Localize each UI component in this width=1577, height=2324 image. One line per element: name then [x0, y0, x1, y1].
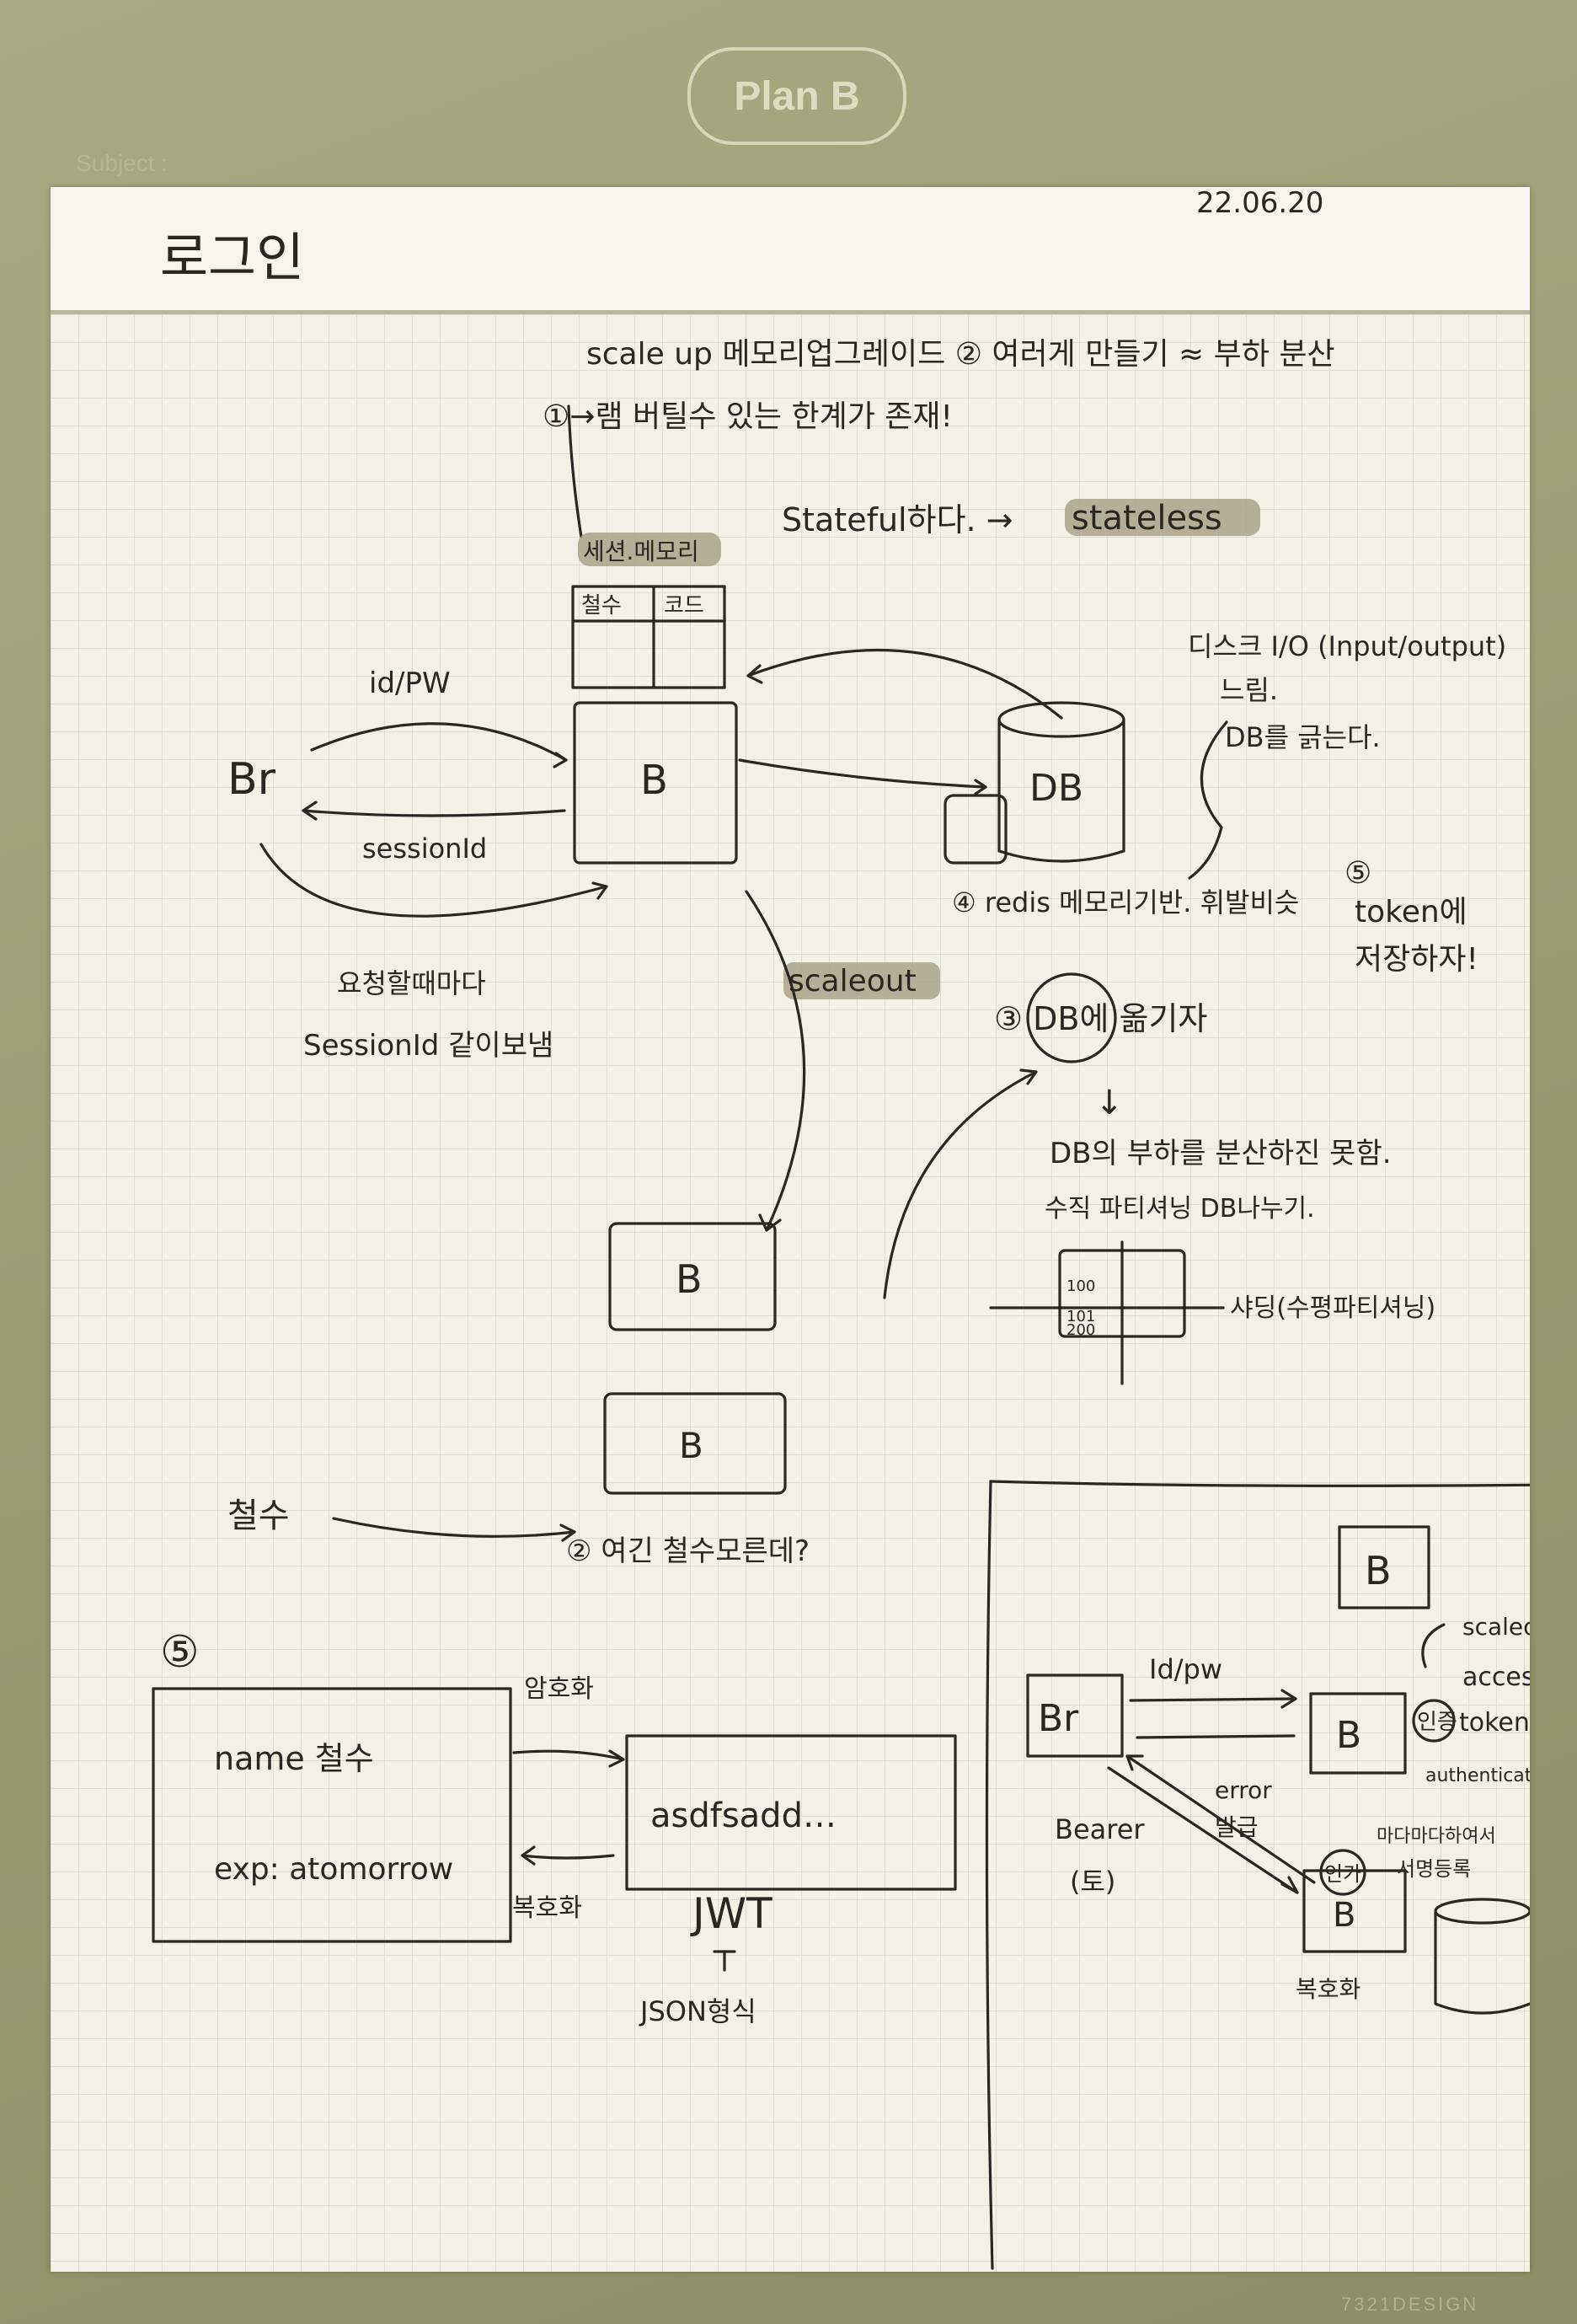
server-box-verify	[1302, 1869, 1407, 1953]
jwt-box	[625, 1734, 957, 1891]
db-cylinder-right	[1434, 1909, 1530, 2015]
jwt-label: JWT	[690, 1889, 772, 1938]
page-title: 로그인	[160, 227, 304, 288]
auth2-label: 인가	[1324, 1862, 1361, 1886]
server-label-verify: B	[1333, 1896, 1355, 1935]
auth-label: 인증	[1417, 1710, 1457, 1735]
cell-101: 101	[1066, 1308, 1095, 1325]
session-table	[571, 585, 726, 689]
cheolsu-label: 철수	[227, 1497, 290, 1535]
scaleout-label: scaleout	[788, 964, 917, 999]
limit-pointer-line	[567, 404, 583, 538]
json-format-label: JSON형식	[639, 1995, 756, 2027]
token-save-note-1: token에	[1355, 895, 1467, 929]
highlight-stateless	[1065, 499, 1260, 536]
decrypt-label: 복호화	[512, 1893, 582, 1923]
server-label-right: B	[1365, 1548, 1392, 1593]
sharding-note: 샤딩(수평파티셔닝)	[1230, 1293, 1435, 1323]
payload-exp: exp: atomorrow	[214, 1852, 453, 1887]
note-date: 22.06.20	[1196, 187, 1323, 220]
db-cylinder-top	[997, 701, 1125, 738]
divider-horizontal	[989, 1480, 1530, 1487]
down-arrow: ↓	[1095, 1084, 1124, 1122]
browser-label: Br	[227, 754, 276, 805]
divider-vertical	[985, 1480, 994, 2270]
note-paper: 로그인 22.06.20 scale up 메모리업그레이드 ② 여러게 만들기…	[51, 187, 1530, 2272]
subject-label: Subject :	[76, 150, 168, 176]
each-issue-label: 마다마다하여서	[1377, 1826, 1496, 1847]
issue-label: 발급	[1215, 1813, 1259, 1841]
grid-area	[51, 314, 1530, 2272]
cell-100: 100	[1066, 1277, 1095, 1295]
server-box-2	[608, 1222, 777, 1331]
scale-up-note: scale up 메모리업그레이드 ② 여러게 만들기 ≈ 부하 분산	[586, 337, 1335, 372]
slow-note: 느림.	[1220, 674, 1278, 706]
per-request-note: 요청할때마다	[337, 967, 486, 999]
disk-io-note: 디스크 I/O (Input/output)	[1188, 630, 1506, 662]
id-pw-label: id/PW	[369, 667, 451, 700]
send-session-note: SessionId 같이보냄	[303, 1029, 553, 1063]
server-label-3: B	[679, 1425, 703, 1466]
cell-200: 200	[1066, 1321, 1095, 1339]
token-label: token	[1459, 1708, 1530, 1738]
stateful-note: Stateful하다. →	[782, 501, 1013, 538]
server-label-2: B	[676, 1256, 703, 1302]
highlight-scaleout	[783, 962, 940, 999]
server-label-main: B	[640, 757, 668, 804]
encrypt-label: 암호화	[524, 1674, 594, 1704]
access-label: access	[1462, 1663, 1530, 1692]
encoded-token: asdfsadd…	[650, 1797, 837, 1835]
footer-brand: 7321DESIGN	[1341, 2294, 1479, 2315]
redis-note: ④ redis 메모리기반. 휘발비슷	[952, 886, 1299, 918]
not-known-note: ② 여긴 철수모른데?	[566, 1534, 810, 1568]
authentication-label: authentication	[1425, 1765, 1530, 1786]
payload-name: name 철수	[214, 1740, 374, 1777]
scan-db-note: DB를 긁는다.	[1225, 721, 1381, 753]
decrypt2-label: 복호화	[1296, 1975, 1360, 2003]
limit-note: ①→램 버틸수 있는 한계가 존재!	[543, 399, 953, 434]
browser-box-right	[1026, 1673, 1124, 1758]
table-cell-name: 철수	[581, 593, 622, 618]
server-box-right	[1338, 1525, 1430, 1609]
bearer-label: Bearer	[1055, 1813, 1145, 1845]
token-num: ⑤	[1344, 856, 1371, 891]
note-header	[51, 187, 1530, 314]
scaleout-label-right: scaleout	[1462, 1613, 1530, 1641]
browser-label-right: Br	[1038, 1697, 1079, 1740]
handwritten-notes: 로그인 22.06.20 scale up 메모리업그레이드 ② 여러게 만들기…	[152, 187, 1530, 2270]
section-5-marker: ⑤	[160, 1627, 200, 1678]
db-circle	[1026, 972, 1117, 1063]
brand-logo: Plan B	[687, 47, 906, 145]
redis-box	[944, 794, 1008, 865]
stateless-label: stateless	[1072, 499, 1222, 538]
payload-box	[152, 1687, 512, 1943]
server-box-main	[573, 701, 738, 865]
error-label: error	[1215, 1776, 1272, 1804]
db-load-note: DB의 부하를 분산하진 못함.	[1050, 1137, 1392, 1170]
server-box-3	[603, 1392, 787, 1495]
sign-label: 서명등록	[1397, 1857, 1471, 1881]
db-label: DB	[1029, 767, 1083, 810]
vertical-partition-note: 수직 파티셔닝 DB나누기.	[1045, 1194, 1315, 1224]
server-label-auth: B	[1336, 1714, 1361, 1757]
token-kr-label: (토)	[1070, 1866, 1115, 1898]
session-memory-label: 세션.메모리	[583, 538, 699, 565]
id-pw-label-right: Id/pw	[1149, 1653, 1222, 1685]
highlight-session-memory	[578, 533, 721, 566]
session-id-label: sessionId	[362, 833, 487, 865]
move-db-note: ③ DB에 옮기자	[994, 1000, 1207, 1037]
table-cell-code: 코드	[664, 593, 704, 618]
server-box-auth	[1309, 1692, 1407, 1775]
token-save-note-2: 저장하자!	[1355, 942, 1478, 977]
